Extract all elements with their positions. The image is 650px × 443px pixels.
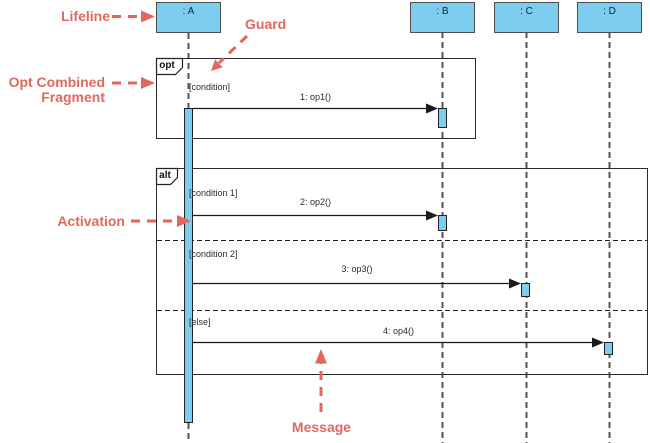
alt-operator-pentagon	[155, 167, 179, 186]
activation-bar-a	[184, 108, 193, 423]
lifeline-head-b: : B	[410, 2, 475, 33]
lifeline-c-label: : C	[520, 6, 533, 17]
opt-operator-label: opt	[159, 60, 175, 71]
alt-guard-2-label: [condition 2]	[189, 249, 238, 259]
lifeline-a-label: : A	[182, 6, 195, 17]
lifeline-head-d: : D	[577, 2, 642, 33]
opt-combined-fragment	[156, 58, 476, 139]
annotation-message-label: Message	[291, 419, 352, 435]
lifeline-head-c: : C	[494, 2, 559, 33]
activation-bar-c-op3	[521, 283, 530, 297]
lifeline-b-label: : B	[436, 6, 449, 17]
annotation-guard-arrowhead-icon	[211, 59, 223, 71]
alt-guard-else-label: [else]	[189, 317, 211, 327]
annotation-opt-fragment-label: Opt Combined Fragment	[8, 74, 105, 105]
message-op3-label: 3: op3()	[341, 264, 373, 274]
annotation-opt-fragment-arrowhead-icon	[141, 77, 155, 89]
annotation-message-arrowhead-icon	[315, 349, 327, 364]
message-op1-arrowhead-icon	[426, 103, 438, 114]
lifeline-head-a: : A	[156, 2, 221, 33]
alt-operator-label: alt	[159, 170, 171, 181]
message-op1-label: 1: op1()	[299, 92, 332, 102]
annotation-guard-arrow	[217, 34, 249, 65]
message-op2-label: 2: op2()	[299, 197, 332, 207]
annotation-guard-label: Guard	[245, 16, 287, 32]
activation-bar-b-op1	[438, 108, 447, 128]
opt-operator-pentagon	[155, 57, 184, 76]
lifeline-d-label: : D	[603, 6, 616, 17]
message-op3-arrowhead-icon	[509, 278, 521, 289]
annotation-lifeline-arrowhead-icon	[141, 10, 155, 23]
activation-bar-d-op4	[604, 342, 613, 355]
annotation-activation-label: Activation	[57, 213, 125, 229]
annotation-lifeline-label: Lifeline	[60, 8, 110, 24]
message-op2-arrowhead-icon	[426, 210, 438, 221]
activation-bar-b-op2	[438, 215, 447, 231]
annotation-activation-arrowhead-icon	[177, 215, 191, 227]
opt-guard-label: [condition]	[189, 82, 231, 92]
message-op4-arrowhead-icon	[592, 337, 604, 348]
alt-guard-1-label: [condition 1]	[189, 188, 238, 198]
message-op4-label: 4: op4()	[382, 326, 415, 336]
alt-combined-fragment	[156, 168, 648, 375]
